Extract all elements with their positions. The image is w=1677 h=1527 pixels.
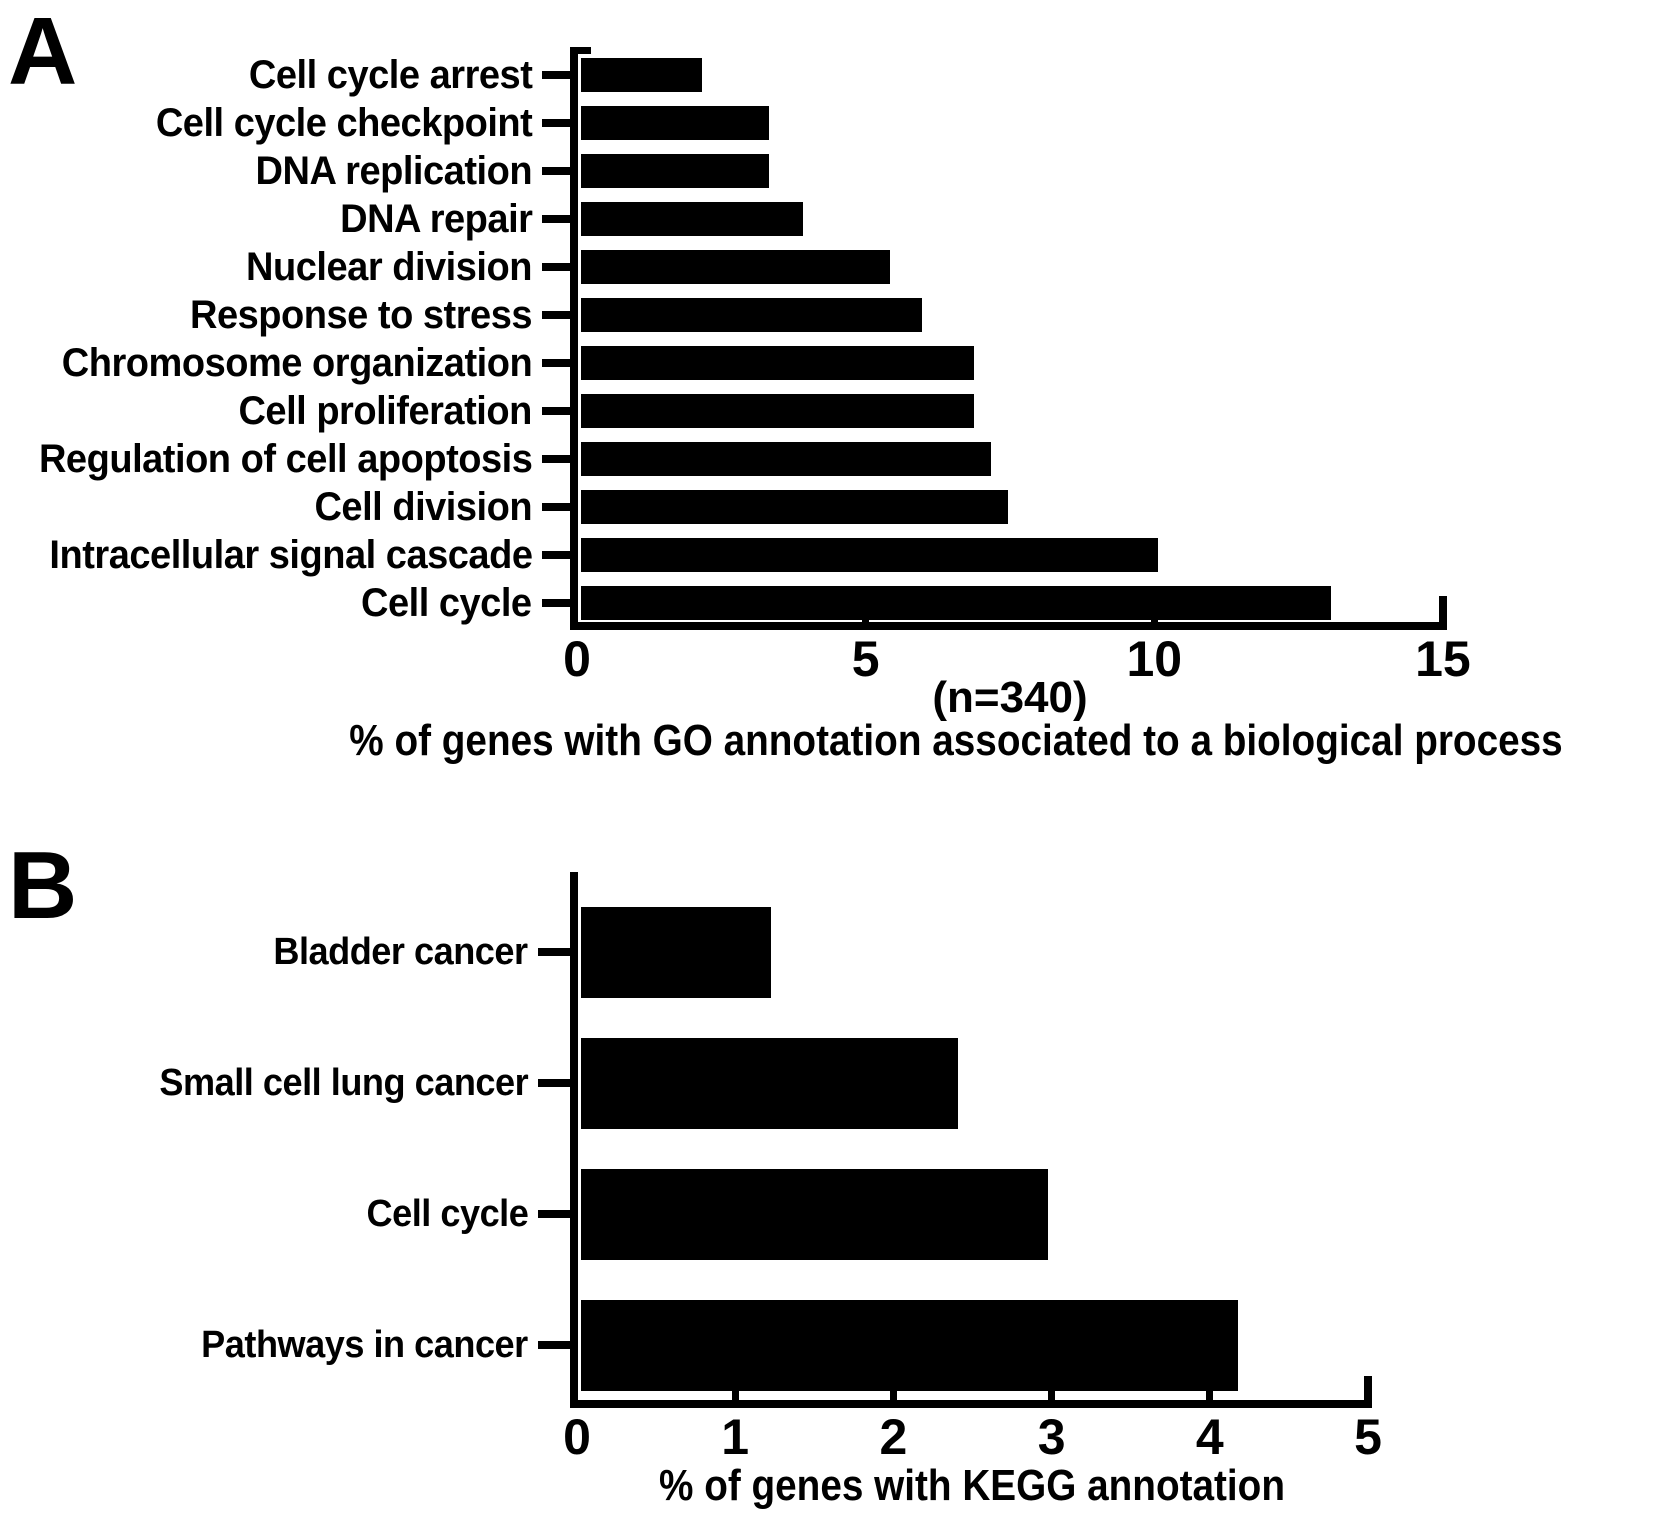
category-tick-regulation-of-cell-apoptosis: [542, 455, 570, 463]
category-label-cell-cycle-checkpoint: Cell cycle checkpoint: [155, 101, 532, 145]
category-label-cell-cycle-arrest: Cell cycle arrest: [248, 53, 533, 97]
category-label-cell-proliferation: Cell proliferation: [238, 389, 533, 433]
x-axis-line: [570, 622, 1447, 630]
x-tick-label-3: 3: [1037, 1409, 1066, 1465]
x-tick-3: [1048, 1384, 1056, 1400]
category-label-response-to-stress: Response to stress: [189, 293, 533, 337]
category-tick-small-cell-lung-cancer: [538, 1079, 570, 1087]
x-tick-label-2: 2: [879, 1409, 908, 1465]
sample-size-annotation: (n=340): [932, 673, 1088, 722]
y-axis-end-tick: [578, 47, 591, 54]
bar-bladder-cancer: [581, 906, 771, 998]
panel-b-letter: B: [8, 832, 77, 939]
x-axis-title: % of genes with KEGG annotation: [659, 1461, 1285, 1510]
bar-pathways-in-cancer: [581, 1299, 1238, 1391]
bar-regulation-of-cell-apoptosis: [581, 442, 991, 476]
y-axis-line: [570, 47, 578, 630]
category-tick-cell-cycle-checkpoint: [542, 119, 570, 127]
category-tick-cell-cycle: [538, 1210, 570, 1218]
category-label-pathways-in-cancer: Pathways in cancer: [201, 1324, 528, 1366]
category-tick-cell-division: [542, 503, 570, 511]
x-tick-label-10: 10: [1126, 631, 1183, 687]
category-tick-pathways-in-cancer: [538, 1341, 570, 1349]
category-label-intracellular-signal-cascade: Intracellular signal cascade: [48, 533, 533, 577]
category-tick-bladder-cancer: [538, 948, 570, 956]
y-axis-line: [570, 872, 578, 1408]
x-tick-5: [1364, 1376, 1372, 1400]
category-tick-dna-replication: [542, 167, 570, 175]
category-label-dna-repair: DNA repair: [339, 197, 533, 241]
x-tick-label-4: 4: [1195, 1409, 1224, 1465]
x-tick-label-0: 0: [563, 631, 591, 687]
bar-dna-replication: [581, 154, 769, 188]
x-tick-15: [1438, 596, 1447, 622]
category-label-chromosome-organization: Chromosome organization: [61, 341, 533, 385]
bar-cell-division: [581, 490, 1008, 524]
category-label-cell-division: Cell division: [314, 485, 532, 529]
bar-chromosome-organization: [581, 346, 974, 380]
category-tick-response-to-stress: [542, 311, 570, 319]
category-label-dna-replication: DNA replication: [255, 149, 532, 193]
x-tick-5: [862, 608, 870, 622]
category-tick-nuclear-division: [542, 263, 570, 271]
x-tick-label-0: 0: [563, 1409, 591, 1465]
category-tick-cell-cycle: [542, 599, 570, 607]
bar-response-to-stress: [581, 298, 922, 332]
bar-intracellular-signal-cascade: [581, 538, 1158, 572]
category-tick-dna-repair: [542, 215, 570, 223]
bar-cell-cycle-checkpoint: [581, 106, 769, 140]
bar-cell-cycle-arrest: [581, 58, 702, 92]
x-tick-4: [1206, 1384, 1214, 1400]
bar-nuclear-division: [581, 250, 890, 284]
x-tick-1: [731, 1384, 739, 1400]
x-tick-label-15: 15: [1415, 631, 1471, 687]
category-label-bladder-cancer: Bladder cancer: [273, 931, 529, 973]
category-tick-chromosome-organization: [542, 359, 570, 367]
category-label-regulation-of-cell-apoptosis: Regulation of cell apoptosis: [38, 437, 533, 481]
bar-small-cell-lung-cancer: [581, 1037, 958, 1129]
bar-cell-proliferation: [581, 394, 974, 428]
x-axis-line: [570, 1400, 1372, 1408]
x-tick-label-1: 1: [721, 1409, 750, 1465]
category-tick-cell-proliferation: [542, 407, 570, 415]
x-axis-title: % of genes with GO annotation associated…: [349, 716, 1563, 765]
bar-dna-repair: [581, 202, 803, 236]
category-label-small-cell-lung-cancer: Small cell lung cancer: [159, 1062, 528, 1104]
category-tick-cell-cycle-arrest: [542, 71, 570, 79]
category-tick-intracellular-signal-cascade: [542, 551, 570, 559]
category-label-cell-cycle: Cell cycle: [361, 581, 532, 625]
bar-cell-cycle: [581, 586, 1331, 620]
category-label-nuclear-division: Nuclear division: [246, 245, 532, 289]
panel-a-letter: A: [8, 0, 77, 105]
x-tick-label-5: 5: [851, 631, 880, 687]
x-tick-2: [889, 1384, 897, 1400]
x-tick-10: [1150, 608, 1158, 622]
bar-cell-cycle: [581, 1168, 1048, 1260]
category-label-cell-cycle: Cell cycle: [366, 1193, 528, 1235]
x-tick-label-5: 5: [1354, 1409, 1382, 1465]
